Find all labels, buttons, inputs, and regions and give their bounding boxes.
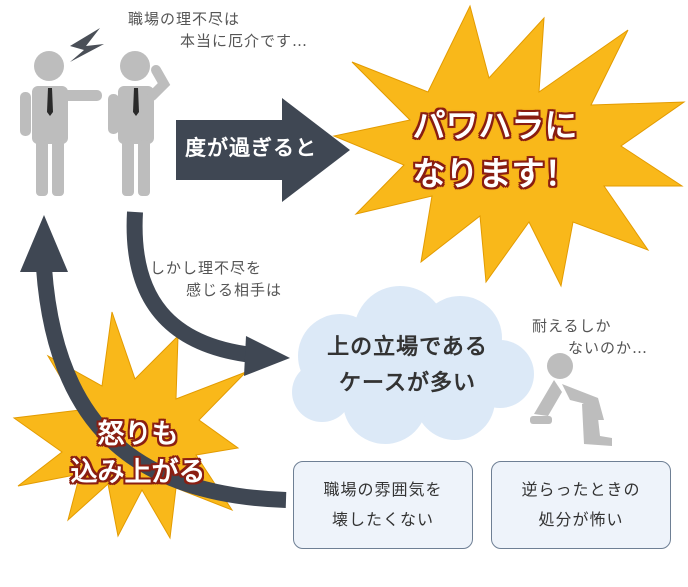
anger-line1: 怒りも <box>97 419 179 450</box>
burst-main-text: パワハラに なります！ <box>380 102 610 198</box>
caption-right: 耐えるしか ないのか… <box>532 315 672 359</box>
cloud-line1: 上の立場である <box>327 335 488 360</box>
burst-main-line1: パワハラに <box>412 106 578 145</box>
reason-box-2-line2: 処分が怖い <box>538 510 624 529</box>
kneeling-figure <box>530 353 612 446</box>
curved-arrow-to-cloud <box>126 211 253 363</box>
caption-right-line2: ないのか… <box>568 339 649 357</box>
caption-middle-line2: 感じる相手は <box>186 281 283 299</box>
reason-box-atmosphere: 職場の雰囲気を 壊したくない <box>293 461 473 549</box>
boss-figure <box>20 51 102 196</box>
anger-text: 怒りも 込み上がる <box>38 416 238 492</box>
reason-box-1-line1: 職場の雰囲気を <box>323 480 443 499</box>
up-arrow-head <box>20 215 68 272</box>
cloud-shape <box>292 286 534 444</box>
reason-box-punishment: 逆らったときの 処分が怖い <box>491 461 671 549</box>
caption-middle: しかし理不尽を 感じる相手は <box>150 257 325 301</box>
cloud-text: 上の立場である ケースが多い <box>300 330 515 402</box>
burst-main-line2: なります！ <box>412 154 578 193</box>
arrow-label: 度が過ぎると <box>185 136 317 160</box>
caption-top-line1: 職場の理不尽は <box>128 10 241 28</box>
cloud-line2: ケースが多い <box>339 371 476 396</box>
anger-line2: 込み上がる <box>70 457 206 488</box>
lightning-icon <box>70 28 104 62</box>
power-harassment-burst <box>332 4 686 288</box>
reason-box-2-line1: 逆らったときの <box>521 480 641 499</box>
caption-top-line2: 本当に厄介です… <box>180 32 309 50</box>
caption-top: 職場の理不尽は 本当に厄介です… <box>128 8 358 52</box>
curved-arrow-head <box>244 336 290 376</box>
curved-arrow-up <box>36 267 287 508</box>
subordinate-figure <box>108 51 171 196</box>
caption-right-line1: 耐えるしか <box>532 317 612 335</box>
caption-middle-line1: しかし理不尽を <box>150 259 263 277</box>
reason-box-1-line2: 壊したくない <box>331 510 434 529</box>
right-arrow <box>176 98 350 202</box>
